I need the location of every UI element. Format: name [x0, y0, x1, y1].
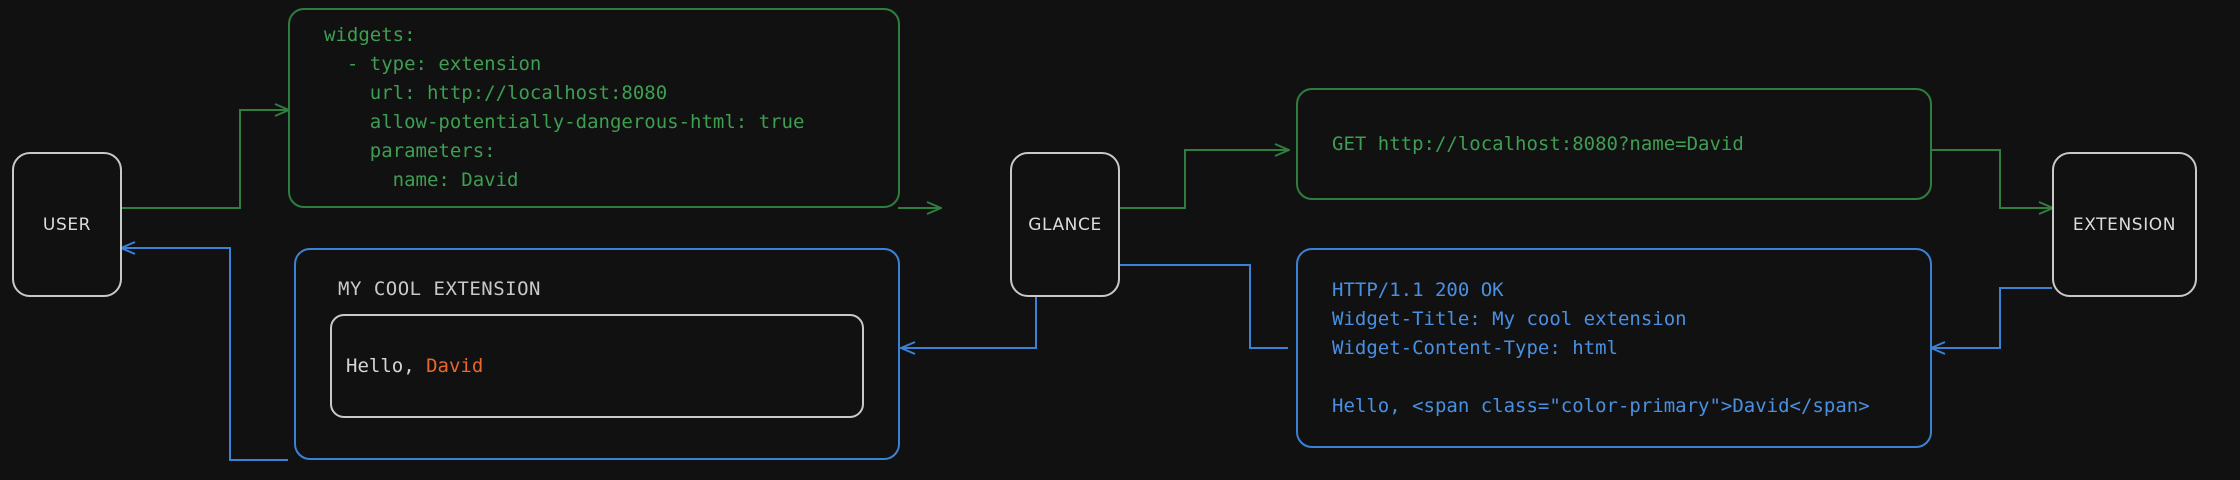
panel-http-request[interactable]: GET http://localhost:8080?name=David — [1296, 88, 1932, 200]
node-glance-label: GLANCE — [1028, 214, 1102, 235]
wire-user-to-config — [120, 110, 288, 209]
rendered-widget-name: David — [426, 355, 484, 377]
http-response-code: HTTP/1.1 200 OK Widget-Title: My cool ex… — [1332, 278, 1870, 417]
wire-request-to-extension — [1930, 149, 2052, 208]
rendered-widget-title: MY COOL EXTENSION — [338, 278, 541, 300]
node-glance[interactable]: GLANCE — [1010, 152, 1120, 297]
panel-rendered-widget[interactable]: MY COOL EXTENSION Hello, David — [294, 248, 900, 460]
node-extension[interactable]: EXTENSION — [2052, 152, 2197, 297]
rendered-widget-body: Hello, David — [330, 314, 864, 418]
wire-glance-to-widget — [902, 288, 1037, 348]
wire-extension-to-response — [1932, 287, 2052, 348]
wire-glance-to-request — [1095, 150, 1288, 209]
rendered-widget-greeting: Hello, — [346, 355, 427, 377]
panel-config-yaml[interactable]: widgets: - type: extension url: http://l… — [288, 8, 900, 208]
http-request-code: GET http://localhost:8080?name=David — [1332, 132, 1744, 155]
config-yaml-code: widgets: - type: extension url: http://l… — [324, 24, 805, 191]
wire-response-to-glance — [1097, 265, 1288, 349]
node-user[interactable]: USER — [12, 152, 122, 297]
wire-widget-to-user — [122, 248, 288, 461]
node-extension-label: EXTENSION — [2072, 214, 2177, 235]
node-user-label: USER — [42, 214, 92, 235]
panel-http-response[interactable]: HTTP/1.1 200 OK Widget-Title: My cool ex… — [1296, 248, 1932, 448]
